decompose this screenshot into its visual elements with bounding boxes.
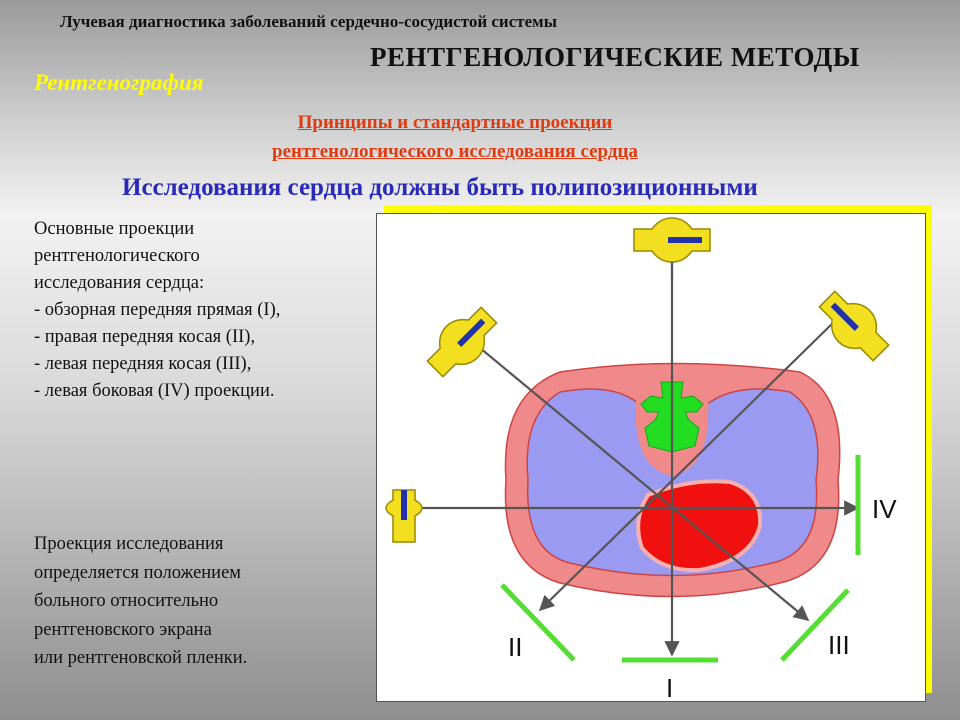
label-II: II [508,632,522,662]
projections-line: рентгенологического [34,246,200,266]
principles-heading: Принципы и стандартные проекции рентгено… [190,108,720,166]
header-title: РЕНТГЕНОЛОГИЧЕСКИЕ МЕТОДЫ [370,42,860,72]
definition-line: больного относительно [34,591,219,611]
definition-line: рентгеновского экрана [34,619,212,640]
xray-tube-upper-left [426,306,498,378]
definition-line: определяется положением [34,562,241,583]
projections-list: Основные проекции рентгенологического ис… [34,216,280,405]
projections-line: - правая передняя косая (II), [34,327,256,347]
statement: Исследования сердца должны быть полипози… [122,174,758,201]
label-IV: IV [872,494,897,524]
ray-III [467,337,810,621]
definition-line: Проекция исследования [34,534,224,554]
definition-text: Проекция исследования определяется полож… [34,530,247,673]
principles-line-2: рентгенологического исследования сердца [272,141,638,162]
projections-line: - обзорная передняя прямая (I), [34,300,281,320]
projections-line: - левая передняя косая (III), [34,354,252,374]
definition-line: или рентгеновской пленки. [34,648,248,668]
screen-III [780,588,850,662]
label-I: I [666,673,673,703]
label-III: III [828,630,850,660]
header-subtitle: Лучевая диагностика заболеваний сердечно… [60,12,558,31]
ray-II [538,317,839,612]
xray-tube-left [385,489,423,543]
principles-line-1: Принципы и стандартные проекции [297,112,613,133]
screen-II [500,583,576,662]
projections-line: Основные проекции [34,219,195,239]
projections-line: исследования сердца: [34,273,205,293]
xray-tube-top [633,217,711,280]
xray-tube-upper-right [818,290,890,362]
projections-line: - левая боковая (IV) проекции. [34,381,275,401]
section-label: Рентгенография [34,70,204,95]
